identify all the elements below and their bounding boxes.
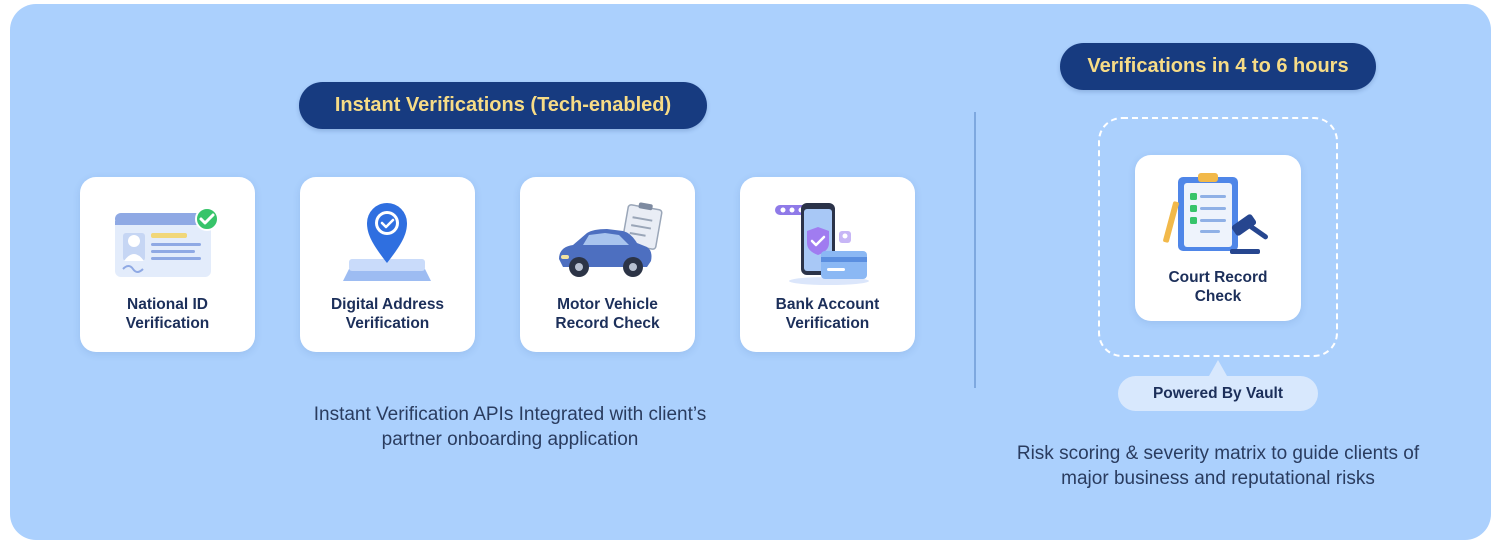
location-pin-icon <box>343 203 431 281</box>
card-label: Bank Account Verification <box>775 296 880 332</box>
card-label: Digital Address Verification <box>330 296 445 332</box>
card-label: National ID Verification <box>125 296 210 332</box>
instant-verifications-title: Instant Verifications (Tech-enabled) <box>299 82 707 129</box>
instant-caption: Instant Verification APIs Integrated wit… <box>313 404 707 450</box>
court-gavel-icon <box>1163 173 1268 254</box>
card-motor-vehicle: Motor Vehicle Record Check <box>520 177 695 352</box>
car-icon <box>559 202 663 277</box>
dashed-frame <box>1098 117 1338 357</box>
card-court-record: Court Record Check <box>1135 155 1301 321</box>
hours-caption: Risk scoring & severity matrix to guide … <box>1016 443 1420 489</box>
card-bank-account: Bank Account Verification <box>740 177 915 352</box>
card-digital-address: Digital Address Verification <box>300 177 475 352</box>
hours-verifications-title: Verifications in 4 to 6 hours <box>1060 43 1376 90</box>
card-label: Court Record Check <box>1168 269 1268 305</box>
id-card-icon <box>115 207 219 277</box>
powered-by-badge: Powered By Vault <box>1118 376 1318 411</box>
section-divider <box>974 112 976 388</box>
card-label: Motor Vehicle Record Check <box>555 296 660 332</box>
card-national-id: National ID Verification <box>80 177 255 352</box>
badge-pointer <box>1209 360 1227 376</box>
phone-bank-icon <box>775 203 869 285</box>
